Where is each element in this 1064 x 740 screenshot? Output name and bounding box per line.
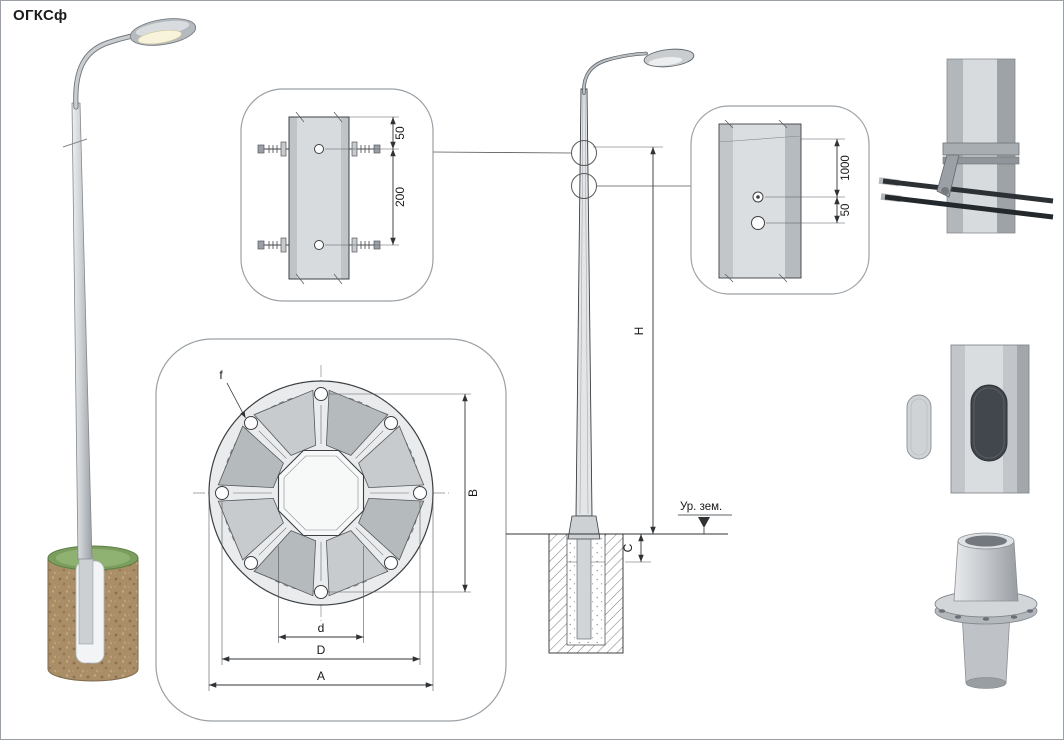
- upper-cylinder: [953, 540, 1019, 602]
- mount-hole-lower: [314, 240, 324, 250]
- label-B: B: [466, 489, 480, 497]
- clamp-band-lower: [942, 156, 1020, 165]
- plate-seams: [233, 405, 409, 581]
- door-opening: [970, 384, 1008, 462]
- foundation-section: [548, 533, 624, 654]
- foundation-3d: [47, 545, 139, 682]
- render-bracket-mount: [878, 58, 1054, 234]
- detail-marker-upper: [571, 140, 597, 166]
- render-base-shell: [934, 532, 1038, 689]
- product-title: ОГКСф: [13, 7, 68, 24]
- pole-section: [288, 111, 350, 285]
- pole-embedded-section: [78, 556, 94, 645]
- door-cover-plate: [906, 394, 932, 460]
- label-H: H: [632, 327, 646, 336]
- center-octagon-inner-edge: [283, 455, 359, 531]
- detail-leader-lines: [432, 151, 691, 187]
- top-opening: [965, 535, 1007, 547]
- flange-bolt-holes-3d: [938, 609, 1034, 621]
- dim-label-50: 50: [393, 126, 407, 140]
- label-d: d: [318, 621, 325, 635]
- mount-hole-upper: [314, 144, 324, 154]
- dim-label-1000: 1000: [840, 155, 852, 181]
- flange-bolt-holes: [215, 387, 427, 599]
- dim-label-200: 200: [393, 187, 407, 207]
- shaft-joint-mark: [62, 138, 88, 148]
- luminaire: [643, 48, 695, 68]
- pole-embedded: [576, 535, 592, 640]
- clamp-band-upper: [942, 142, 1020, 156]
- cable-hole: [751, 216, 765, 230]
- pole-elevation-drawing: H C Ур. зем.: [506, 48, 732, 654]
- ground-label: Ур. зем.: [680, 501, 722, 513]
- hanger-bracket: [936, 154, 960, 198]
- gusset-plates: [217, 389, 425, 597]
- lamp-arm: [582, 51, 648, 95]
- ground-level-mark: Ур. зем.: [678, 501, 732, 534]
- label-A: A: [317, 669, 325, 683]
- detail-clamp-view: 50 200: [240, 88, 434, 302]
- center-octagon-hole: [277, 449, 365, 537]
- pole-shaft: [575, 88, 593, 517]
- detail-flange-view: f B d D A: [155, 338, 507, 722]
- label-D: D: [317, 643, 326, 657]
- luminaire-3d: [129, 18, 197, 46]
- label-f: f: [219, 368, 223, 382]
- detail-marker-lower: [571, 173, 597, 199]
- earthing-bolt-center: [756, 195, 760, 199]
- lamp-arm-3d: [73, 30, 153, 110]
- cross-rod-1: [882, 178, 1054, 204]
- dim-label-50: 50: [840, 204, 852, 217]
- label-C: C: [621, 543, 635, 552]
- pole-shaft-3d: [71, 102, 93, 560]
- extension-lines: [593, 146, 663, 563]
- extension-lines: [208, 393, 471, 691]
- base-collar: [567, 515, 601, 540]
- bracket-pin: [941, 187, 949, 195]
- detail-earthing-view: 1000 50: [690, 105, 870, 295]
- cross-rod-2: [884, 194, 1054, 220]
- pole-3d-render: [47, 18, 197, 682]
- leader-line-f: [226, 382, 246, 419]
- render-access-door: [906, 344, 1030, 494]
